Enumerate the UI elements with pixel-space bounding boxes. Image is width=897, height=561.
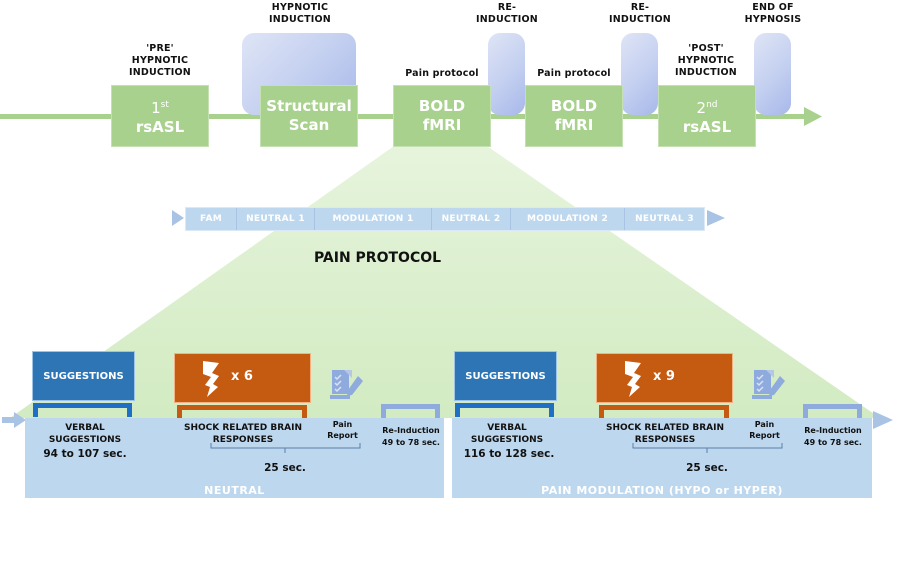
step-structural-scan: Structural Scan: [260, 85, 358, 147]
shock-bracket: [599, 405, 729, 419]
trial-duration: 25 sec.: [686, 462, 728, 474]
bottom-end-arrow-icon: [873, 411, 893, 429]
protocol-bar-end-arrow-icon: [707, 210, 725, 226]
shock-box: x 9: [596, 353, 733, 403]
segment-modulation-1: MODULATION 1: [315, 208, 432, 230]
reinduction-bracket: [381, 404, 440, 418]
caption-post-hypnotic: 'POST' HYPNOTIC INDUCTION: [675, 43, 737, 78]
pain-protocol-title: PAIN PROTOCOL: [313, 250, 442, 266]
caption-pain-protocol-2: Pain protocol: [537, 68, 611, 79]
step-rsasl-1: 1st rsASL: [111, 85, 209, 147]
reinduction-bracket: [803, 404, 862, 418]
shock-count: x 9: [653, 369, 675, 384]
caption-pain-protocol-1: Pain protocol: [405, 68, 479, 79]
segment-neutral-1: NEUTRAL 1: [237, 208, 315, 230]
caption-re-induction-2: RE-INDUCTION: [609, 2, 671, 25]
bottom-start-arrow-icon: [2, 412, 26, 428]
pain-report-icon: [752, 370, 785, 399]
caption-pre-hypnotic: 'PRE' HYPNOTIC INDUCTION: [129, 43, 191, 78]
modulation-panel: [452, 418, 872, 498]
shock-box: x 6: [174, 353, 311, 403]
trial-brace: [210, 443, 361, 453]
step-rsasl-2: 2nd rsASL: [658, 85, 756, 147]
step-bold-fmri-2: BOLD fMRI: [525, 85, 623, 147]
segment-modulation-2: MODULATION 2: [511, 208, 625, 230]
segment-neutral-3: NEUTRAL 3: [635, 214, 694, 224]
shock-count: x 6: [231, 369, 253, 384]
protocol-bar: FAM NEUTRAL 1 MODULATION 1 NEUTRAL 2 MOD…: [185, 207, 705, 231]
protocol-bar-start-arrow-icon: [172, 210, 184, 226]
induction-block-re2: [621, 33, 658, 115]
trial-brace: [632, 443, 783, 453]
lightning-icon: [203, 361, 219, 397]
segment-fam: FAM: [186, 208, 237, 230]
step-bold-fmri-1: BOLD fMRI: [393, 85, 491, 147]
trial-duration: 25 sec.: [264, 462, 306, 474]
suggestions-box: SUGGESTIONS: [454, 351, 557, 401]
suggestions-bracket: [455, 403, 554, 417]
suggestions-box: SUGGESTIONS: [32, 351, 135, 401]
block-title-neutral: NEUTRAL: [204, 484, 265, 497]
segment-neutral-2: NEUTRAL 2: [432, 208, 511, 230]
pain-report-icon: [330, 370, 363, 399]
verbal-duration: 116 to 128 sec.: [463, 448, 555, 460]
lightning-icon: [625, 361, 641, 397]
block-title-modulation: PAIN MODULATION (HYPO or HYPER): [541, 484, 783, 497]
suggestions-bracket: [33, 403, 132, 417]
timeline-arrow-icon: [804, 107, 822, 126]
induction-block-re1: [488, 33, 525, 115]
caption-re-induction-1: RE-INDUCTION: [476, 2, 538, 25]
induction-block-end: [754, 33, 791, 115]
verbal-duration: 94 to 107 sec.: [43, 448, 127, 460]
cone-shape: [10, 146, 880, 418]
shock-bracket: [177, 405, 307, 419]
neutral-panel: [25, 418, 444, 498]
